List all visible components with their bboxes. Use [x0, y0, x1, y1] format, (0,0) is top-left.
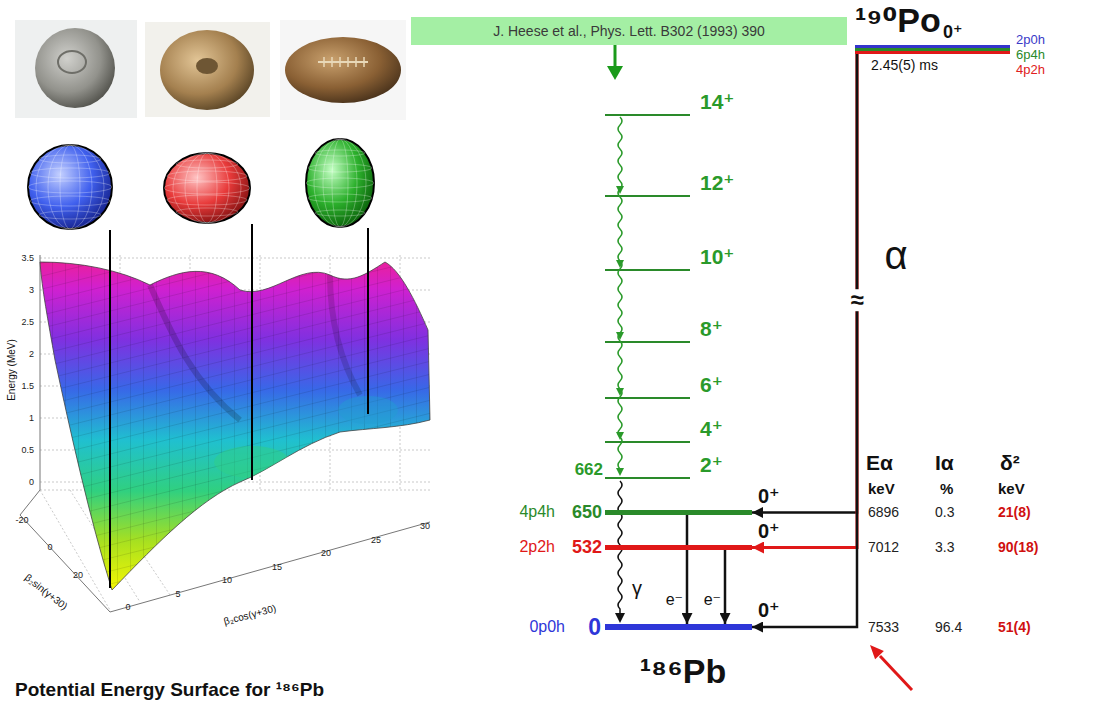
spin-label: 6⁺ [700, 373, 723, 397]
axis-title: β₂sin(γ+30) [22, 572, 69, 612]
table-cell: 51(4) [998, 619, 1031, 635]
level-line: 0p0h00⁺ [605, 624, 752, 630]
table-cell: 3.3 [935, 539, 954, 555]
parent-level: ¹⁹⁰Po0⁺2p0h6p4h4p2h2.45(5) ms [855, 45, 1010, 54]
table-cell: 6896 [868, 504, 899, 520]
spin-label: 10⁺ [700, 245, 734, 269]
alpha-decay-arrow [752, 54, 857, 513]
conversion-arrow [686, 515, 689, 624]
half-life: 2.45(5) ms [871, 57, 938, 73]
table-cell: 7012 [868, 539, 899, 555]
axis-title: Energy (MeV) [6, 339, 18, 401]
table-cell: 7533 [868, 619, 899, 635]
tick-label: 15 [272, 562, 282, 572]
table-unit: keV [998, 480, 1025, 497]
tick-label: 20 [321, 548, 331, 558]
configuration: 6p4h [1016, 48, 1045, 63]
spin-label: 4⁺ [700, 417, 723, 441]
spin-label: 8⁺ [700, 317, 723, 341]
reference-text: J. Heese et al., Phys. Lett. B302 (1993)… [493, 23, 765, 39]
configuration: 2p2h [519, 538, 555, 556]
spin-label: 12⁺ [700, 171, 734, 195]
spin-parity: 0⁺ [758, 485, 780, 508]
spin-parity: 0⁺ [758, 520, 780, 543]
reference-box: J. Heese et al., Phys. Lett. B302 (1993)… [411, 17, 847, 45]
configuration: 2p0h [1016, 33, 1045, 48]
table-cell: 96.4 [935, 619, 962, 635]
conversion-arrow [724, 550, 727, 624]
tick-label: 1.5 [21, 381, 34, 391]
tick-label: 3.5 [21, 253, 34, 263]
configuration: 4p2h [1016, 63, 1045, 78]
edge-label: e⁻ [665, 591, 684, 609]
level-energy: 532 [572, 537, 602, 558]
tick-label: 3 [29, 285, 34, 295]
table-header: Iα [935, 451, 954, 475]
level-line: 4p4h6500⁺ [605, 510, 752, 515]
tick-label: 0 [29, 477, 34, 487]
tick-label: 0 [47, 542, 52, 552]
table-header: δ² [1000, 451, 1020, 475]
tick-label: 25 [371, 535, 381, 545]
tick-label: 10 [222, 575, 232, 585]
table-cell: 0.3 [935, 504, 954, 520]
spin-parity: 0⁺ [758, 599, 780, 622]
decay-label: α [884, 232, 907, 278]
caption: Potential Energy Surface for ¹⁸⁶Pb [15, 679, 324, 701]
configuration: 4p4h [519, 503, 555, 521]
table-unit: % [940, 480, 953, 497]
tick-label: 0.5 [21, 445, 34, 455]
tick-label: 2 [29, 349, 34, 359]
tick-label: 5 [175, 589, 180, 599]
table-unit: keV [868, 480, 895, 497]
level-energy: 0 [588, 614, 601, 640]
tick-label: -20 [15, 515, 28, 525]
nucleus-name: ¹⁸⁶Pb [640, 652, 727, 691]
tick-label: 30 [420, 521, 430, 531]
tick-label: 0 [125, 602, 130, 612]
tick-label: 1 [29, 413, 34, 423]
configuration: 0p0h [529, 618, 565, 636]
tick-label: 20 [73, 570, 83, 580]
tick-label: 2.5 [21, 317, 34, 327]
alpha-decay-arrow [752, 54, 857, 548]
spin-label: 2⁺ [700, 453, 723, 477]
gamma-label: γ [632, 577, 642, 600]
level-energy: 662 [575, 460, 603, 480]
table-cell: 21(8) [998, 504, 1031, 520]
spin-parity: 0⁺ [943, 22, 963, 43]
axis-break: ≈ [850, 289, 863, 311]
level-energy: 650 [572, 502, 602, 523]
edge-label: e⁻ [703, 591, 722, 609]
table-cell: 90(18) [998, 539, 1038, 555]
axis-title: β₂cos(γ+30) [223, 602, 278, 627]
table-header: Eα [866, 451, 893, 475]
spin-label: 14⁺ [700, 90, 734, 114]
level-line: 2p2h5320⁺ [605, 545, 752, 550]
alpha-decay-arrow [752, 54, 857, 627]
nucleus-name: ¹⁹⁰Po [855, 1, 941, 40]
